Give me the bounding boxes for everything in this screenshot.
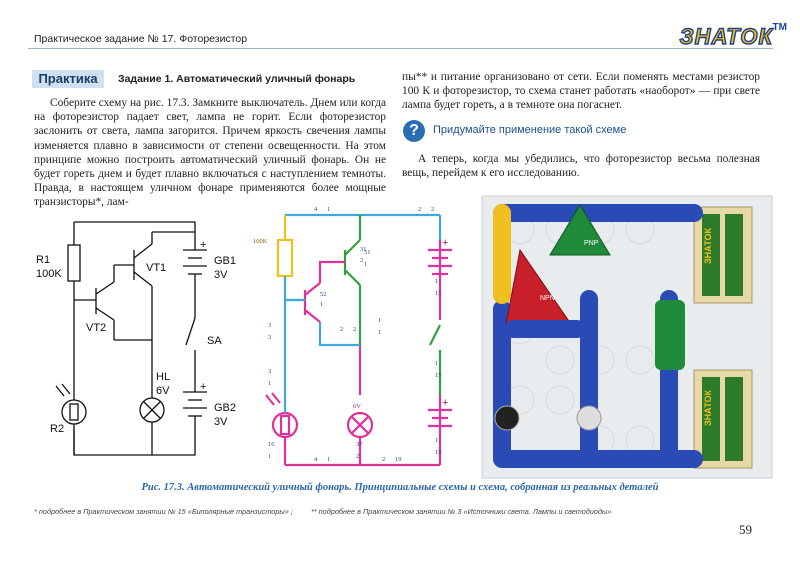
photo-battery-logo-top: ЗНАТОК xyxy=(703,228,713,264)
color-schematic-tag: 2 xyxy=(418,206,421,213)
schematic-classic-labels: R1 100K VT1 VT2 GB1 3V + SA HL 6V + GB2 … xyxy=(36,239,236,435)
photo-battery-logo-bottom: ЗНАТОК xyxy=(703,390,713,426)
color-schematic-tag: 1 xyxy=(435,278,438,285)
color-schematic-tag: 2 xyxy=(353,326,356,333)
color-schematic-tag: 1 xyxy=(320,301,323,308)
color-schematic-tag: 2 xyxy=(431,206,434,213)
section-badge: Практика xyxy=(32,70,104,88)
schematic-color-labels: 100K 6V + + xyxy=(253,237,448,410)
label-hl: HL xyxy=(156,371,170,383)
label-r2: R2 xyxy=(50,423,64,435)
label-gb2-value: 3V xyxy=(214,416,228,428)
color-schematic-tag: 4 xyxy=(314,206,318,213)
color-schematic-tag: 3 xyxy=(268,322,271,329)
color-schematic-tag: 15 xyxy=(435,290,442,297)
schematic-color xyxy=(265,213,452,467)
figure-caption: Рис. 17.3. Автоматический уличный фонарь… xyxy=(141,482,659,493)
label-vt1: VT1 xyxy=(146,262,166,274)
color-schematic-tag: 1 xyxy=(378,329,381,336)
color-schematic-tag: 3 xyxy=(268,368,271,375)
footnote-1: * подробнее в Практическом занятии № 15 … xyxy=(34,507,293,516)
label-sa: SA xyxy=(207,335,222,347)
color-gb1-plus: + xyxy=(442,237,448,249)
label-gb1: GB1 xyxy=(214,255,236,267)
color-schematic-tag: 2 xyxy=(356,453,359,460)
color-schematic-tag: 3 xyxy=(268,334,271,341)
color-gb2-plus: + xyxy=(442,397,448,409)
color-schematic-tag: 2 xyxy=(382,456,385,463)
label-gb2-plus: + xyxy=(200,381,206,393)
color-schematic-tag: 4 xyxy=(314,456,318,463)
color-schematic-tag: 1 xyxy=(268,380,271,387)
photo-pnp-label: PNP xyxy=(584,240,599,247)
schematic-classic xyxy=(55,221,207,456)
color-schematic-tag: 1 xyxy=(268,453,271,460)
assembled-board-photo: PNP NPN ЗНАТОК ЗНАТОК xyxy=(481,195,773,479)
photo-npn-label: NPN xyxy=(540,295,555,302)
label-vt2: VT2 xyxy=(86,322,106,334)
color-schematic-tag: 1 xyxy=(364,261,367,268)
color-lamp-label: 6V xyxy=(353,403,361,410)
header-title: Практическое задание № 17. Фоторезистор xyxy=(34,33,248,45)
body-text-left: Соберите схему на рис. 17.3. Замкните вы… xyxy=(34,97,386,209)
color-schematic-tag: 1 xyxy=(327,206,330,213)
color-schematic-tag: 1 xyxy=(378,317,381,324)
body-text-right-continued: пы** и питание организовано от сети. Есл… xyxy=(402,71,760,112)
brand-logo-tm: TM xyxy=(772,22,787,33)
body-text-right: А теперь, когда мы убедились, что фоторе… xyxy=(402,153,760,180)
page-header: Практическое задание № 17. Фоторезистор … xyxy=(28,22,787,50)
color-schematic-tag: 1 xyxy=(327,456,330,463)
brand-logo: ЗНАТОК xyxy=(679,23,773,49)
task-title: Задание 1. Автоматический уличный фонарь xyxy=(118,73,356,85)
label-gb2: GB2 xyxy=(214,402,236,414)
label-r1: R1 xyxy=(36,254,50,266)
footnote-2: ** подробнее в Практическом занятии № 3 … xyxy=(310,507,612,516)
color-schematic-tag: 1 xyxy=(435,437,438,444)
label-hl-value: 6V xyxy=(156,385,170,397)
color-schematic-tag: 52 xyxy=(320,291,327,298)
color-schematic-tag: 37 xyxy=(356,441,363,448)
color-schematic-tag: 51 xyxy=(364,249,371,256)
label-r1-value: 100K xyxy=(36,268,62,280)
label-gb1-plus: + xyxy=(200,239,206,251)
page-number: 59 xyxy=(739,522,752,537)
label-gb1-value: 3V xyxy=(214,269,228,281)
color-schematic-tag: 16 xyxy=(268,441,275,448)
color-schematic-tag: 2 xyxy=(360,257,363,264)
question-prompt: Придумайте применение такой схеме xyxy=(433,124,627,136)
color-schematic-tag: 19 xyxy=(395,456,402,463)
color-schematic-tag: 2 xyxy=(340,326,343,333)
color-resistor-label: 100K xyxy=(253,238,268,245)
color-schematic-tag: 31 xyxy=(360,246,367,253)
color-schematic-tag: 15 xyxy=(435,372,442,379)
color-schematic-tag: 19 xyxy=(435,449,442,456)
color-schematic-tag: 1 xyxy=(435,360,438,367)
footnotes: * подробнее в Практическом занятии № 15 … xyxy=(34,507,611,516)
question-icon: ? xyxy=(403,120,425,142)
